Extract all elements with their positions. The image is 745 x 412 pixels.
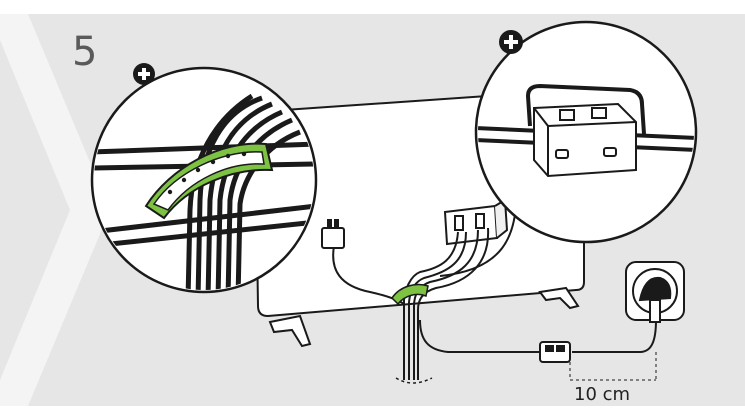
wall-socket: [625, 261, 685, 323]
power-plug: [321, 219, 345, 249]
ferrite-core: [539, 341, 571, 363]
chevron-arrow: [0, 14, 110, 406]
measurement-guide: [569, 352, 657, 381]
plus-icon: [499, 30, 523, 54]
plus-icon: [133, 63, 155, 85]
step-number: 5: [72, 29, 98, 75]
cable-tie: [391, 283, 429, 306]
ferrite-core-detail: [474, 20, 698, 244]
cable-tie-detail: [90, 66, 318, 294]
measurement-label: 10 cm: [574, 384, 631, 405]
